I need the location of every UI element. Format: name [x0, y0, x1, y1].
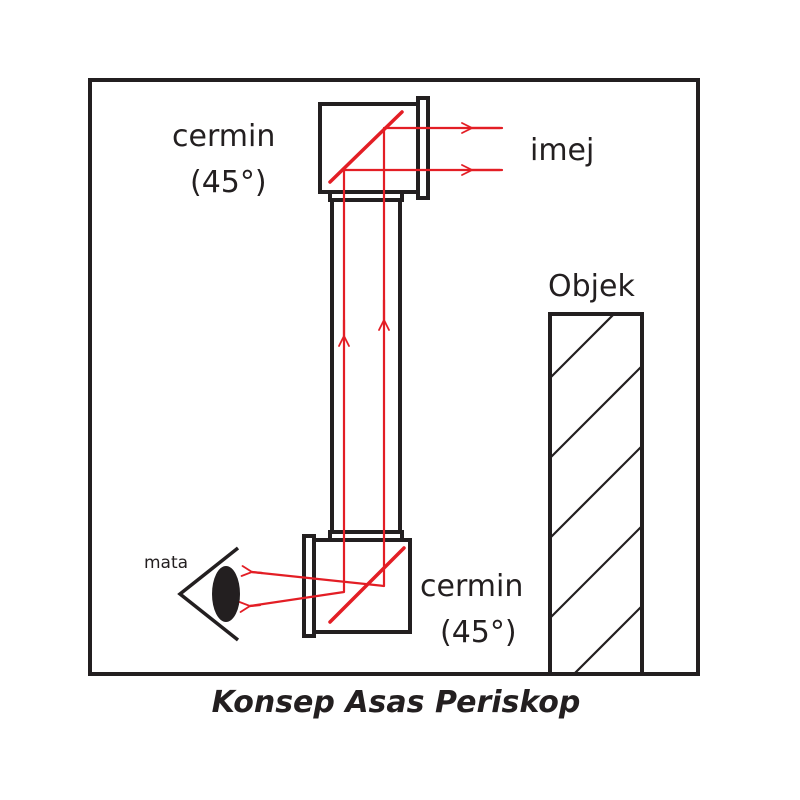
object-label: Objek — [548, 269, 635, 304]
outer-frame — [88, 78, 700, 676]
ray-upper — [250, 126, 504, 588]
top-mirror-housing — [318, 96, 430, 200]
eye-icon — [177, 546, 240, 642]
eye-label: mata — [144, 553, 188, 573]
arrow-icon — [252, 572, 264, 573]
bottom-mirror-angle-label: (45°) — [440, 615, 517, 650]
top-mirror — [328, 110, 404, 184]
ray-lower — [248, 168, 504, 608]
object-block — [548, 312, 644, 676]
bottom-mirror-label: cermin — [420, 569, 523, 604]
arrow-icon — [250, 605, 262, 606]
top-mirror-angle-label: (45°) — [190, 165, 267, 200]
light-rays — [248, 126, 504, 608]
diagram-caption: Konsep Asas Periskop — [212, 685, 581, 720]
image-label: imej — [530, 133, 594, 168]
bottom-mirror-housing — [302, 534, 412, 638]
periscope-tube — [328, 190, 404, 542]
top-mirror-label: cermin — [172, 119, 275, 154]
